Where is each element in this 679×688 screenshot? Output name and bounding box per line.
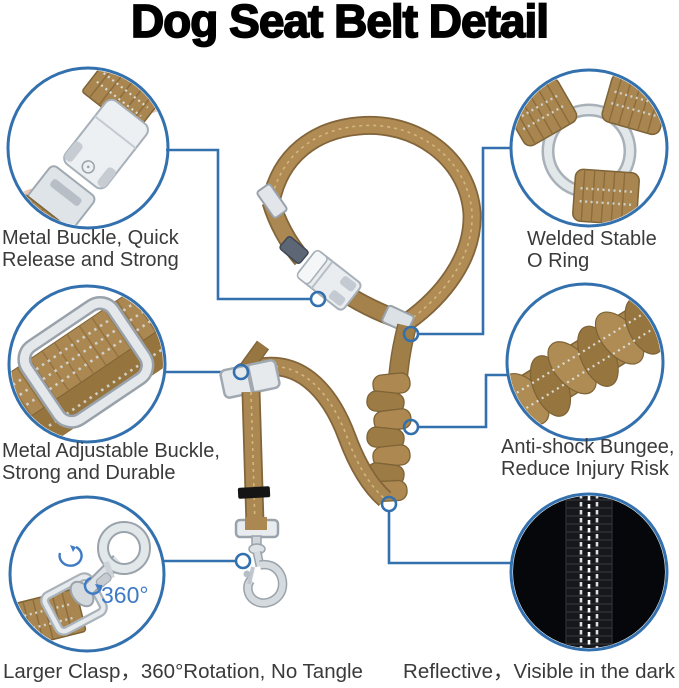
adjustable-buckle-detail [11,288,163,440]
leader-bungee [418,373,508,429]
callout-circle-adjustable-buckle [7,284,167,444]
label-clasp: Larger Clasp，360°Rotation, No Tangle [3,660,363,683]
o-ring-strap-3 [572,168,640,224]
junction-slide [381,304,415,334]
leader-o-ring [418,146,512,336]
label-bungee-line1: Anti-shock Bungee, [501,436,675,458]
leader-metal-buckle [166,148,311,301]
leader-lines [163,146,512,565]
collar-loop [263,117,480,329]
collar-keeper [279,235,309,265]
rotation-arrowheads [70,545,101,590]
label-o-ring-line2: O Ring [527,249,590,272]
clasp-loop-strap [245,517,267,530]
reflective-detail [513,496,665,648]
buckle-male-body [63,98,149,190]
slide-frame-inner [19,298,152,427]
label-adjustable-buckle-line1: Metal Adjustable Buckle, [2,440,220,462]
marker-bungee [402,418,420,436]
rotation-arrows [58,545,103,595]
page-title: Dog Seat Belt Detail [130,0,550,48]
marker-reflective [380,495,398,513]
callout-circles [6,66,669,653]
label-bungee-line2: Reduce Injury Risk [501,457,669,480]
label-metal-buckle: Metal Buckle, Quick Release and Strong [2,227,179,271]
point-markers [232,290,420,570]
label-bungee: Anti-shock Bungee, Reduce Injury Risk [501,436,675,480]
o-ring-detail [513,72,665,224]
label-o-ring: Welded Stable O Ring [527,228,657,272]
tail-strap [242,341,268,371]
leash-vertical-stitching [250,391,256,525]
label-o-ring-line1: Welded Stable [527,228,657,250]
bungee-top [389,323,416,379]
marker-o-ring [402,325,420,343]
product-photo [219,115,482,608]
callout-circle-bungee [505,282,665,442]
marker-metal-buckle [309,290,327,308]
clasp-detail [12,499,162,649]
leader-reflective [387,511,511,565]
rotation-360-label: 360° [101,582,149,608]
label-adjustable-buckle-line2: Strong and Durable [2,461,176,484]
reflective-stitch-glow [579,496,599,648]
callout-circle-clasp [8,495,166,653]
collar-slide [256,183,288,219]
label-metal-buckle-line2: Release and Strong [2,248,179,271]
label-reflective: Reflective，Visible in the dark [403,660,675,683]
callout-circle-metal-buckle [6,66,170,230]
product-clasp [243,535,288,608]
callout-circle-o-ring [509,68,669,228]
bungee-detail [509,286,661,438]
label-metal-buckle-line1: Metal Buckle, Quick [2,227,179,249]
leash-u-stitching [240,365,386,500]
callout-circle-reflective [509,492,669,652]
bungee-coil [509,296,661,426]
marker-adjustable-buckle [232,363,250,381]
black-keeper-band [237,486,271,499]
collar-buckle [296,249,362,311]
marker-clasp [234,552,252,570]
label-adjustable-buckle: Metal Adjustable Buckle, Strong and Dura… [2,440,220,484]
clasp-hook [69,521,151,608]
